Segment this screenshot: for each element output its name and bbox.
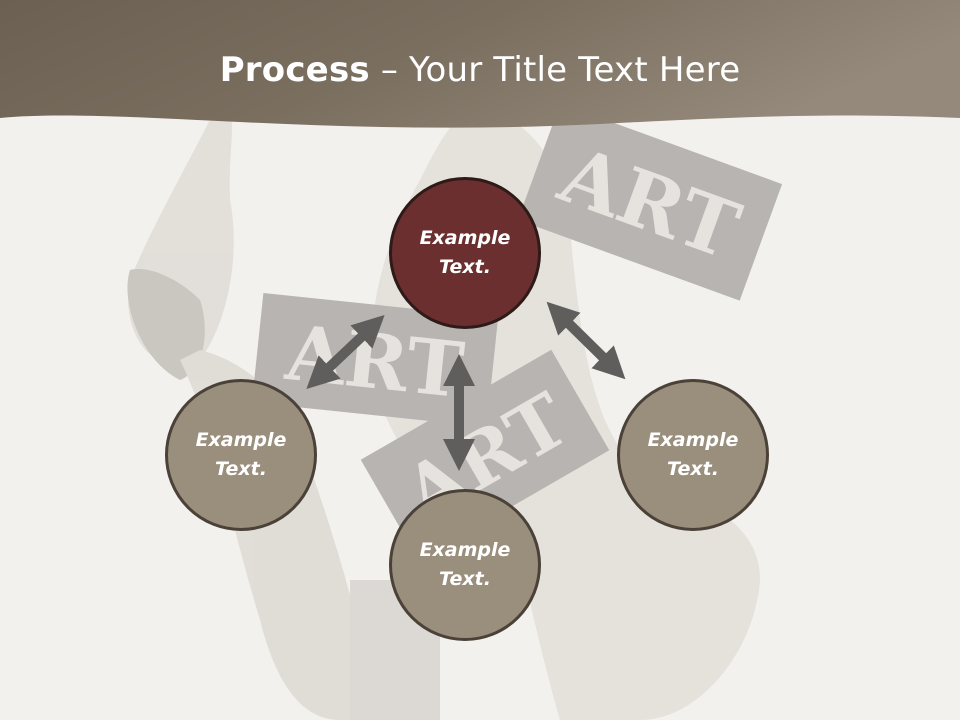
art-sign-top-right: ART bbox=[517, 103, 783, 301]
arrow-center-right bbox=[546, 301, 626, 380]
title-rest: – Your Title Text Here bbox=[369, 50, 741, 90]
bottom-node-label: Example Text. bbox=[419, 539, 511, 590]
center-node: Example Text. bbox=[389, 177, 541, 329]
title-bold: Process bbox=[219, 50, 370, 90]
left-node: Example Text. bbox=[165, 379, 317, 531]
bottom-node: Example Text. bbox=[389, 489, 541, 641]
slide-title: Process – Your Title Text Here bbox=[0, 50, 960, 90]
center-node-label: Example Text. bbox=[419, 227, 511, 278]
left-node-label: Example Text. bbox=[195, 429, 287, 480]
right-node: Example Text. bbox=[617, 379, 769, 531]
right-node-label: Example Text. bbox=[647, 429, 739, 480]
arrow-center-left bbox=[306, 315, 385, 389]
header-band bbox=[0, 0, 960, 128]
process-arrows bbox=[306, 301, 626, 472]
